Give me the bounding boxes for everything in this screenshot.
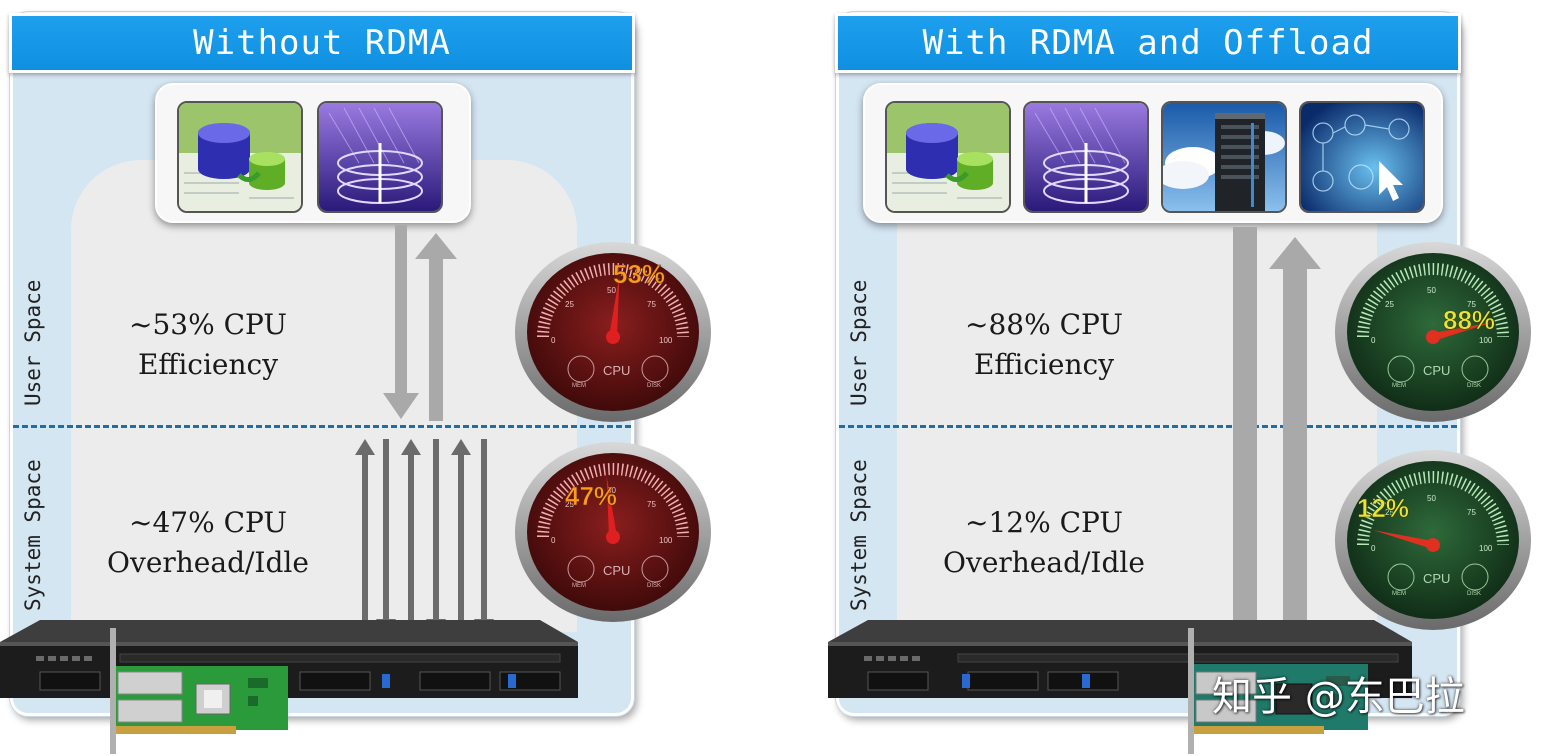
system-space-label: System Space xyxy=(847,459,871,611)
disk-label: DISK xyxy=(647,583,661,589)
panel-title: Without RDMA xyxy=(9,13,635,73)
user-cpu-gauge: 0 25 50 75 100 MEM DISK CPU 53% xyxy=(515,242,711,422)
mem-label: MEM xyxy=(572,383,586,389)
tick-100: 100 xyxy=(1479,544,1493,553)
user-cpu-metric: ~88% CPU Efficiency xyxy=(919,305,1169,385)
rdma-network-card xyxy=(1188,628,1368,754)
cpu-label: CPU xyxy=(603,563,630,578)
down-arrow xyxy=(426,439,446,635)
system-space-label: System Space xyxy=(21,459,45,611)
disk-label: DISK xyxy=(647,383,661,389)
disk-label: DISK xyxy=(1467,383,1481,389)
tick-0: 0 xyxy=(551,336,556,345)
user-cpu-value: ~88% CPU xyxy=(965,308,1123,341)
user-cpu-caption: Efficiency xyxy=(137,348,279,381)
user-cpu-metric: ~53% CPU Efficiency xyxy=(83,305,333,385)
gauge-value: 47% xyxy=(565,481,617,511)
up-arrow xyxy=(415,233,457,421)
down-arrow xyxy=(474,439,494,635)
system-cpu-value: ~12% CPU xyxy=(965,506,1123,539)
cpu-label: CPU xyxy=(1423,571,1450,586)
application-icons-box xyxy=(863,83,1443,223)
panel-with-rdma: With RDMA and Offload User Space System … xyxy=(835,12,1531,716)
space-divider xyxy=(839,425,1457,428)
gauge-value: 88% xyxy=(1443,305,1495,335)
gauge-needle xyxy=(606,475,620,544)
mem-label: MEM xyxy=(1392,591,1406,597)
gauge-needle xyxy=(1372,530,1440,552)
panel-without-rdma: Without RDMA User Space System Space ~53… xyxy=(9,12,711,716)
tick-50: 50 xyxy=(607,286,616,295)
down-arrow xyxy=(1221,227,1269,673)
tick-0: 0 xyxy=(551,536,556,545)
space-divider xyxy=(13,425,631,428)
system-space-arrows xyxy=(355,439,494,635)
mem-label: MEM xyxy=(572,583,586,589)
tick-100: 100 xyxy=(1479,336,1493,345)
system-cpu-gauge: 0 25 50 75 100 MEM DISK CPU 12% xyxy=(1335,450,1531,630)
up-arrow xyxy=(401,439,421,635)
network-touch-icon xyxy=(1299,101,1425,213)
system-cpu-caption: Overhead/Idle xyxy=(943,546,1145,579)
data-storage-icon xyxy=(317,101,443,213)
application-icons-box xyxy=(155,83,471,223)
data-storage-icon xyxy=(1023,101,1149,213)
up-arrow xyxy=(1269,237,1321,687)
cpu-label: CPU xyxy=(603,363,630,378)
tick-100: 100 xyxy=(659,536,673,545)
database-sync-icon xyxy=(177,101,303,213)
tick-25: 25 xyxy=(1385,300,1394,309)
tick-75: 75 xyxy=(647,300,656,309)
tick-50: 50 xyxy=(1427,286,1436,295)
server-chassis xyxy=(0,620,578,698)
system-cpu-gauge: 0 25 50 75 100 MEM DISK CPU 47% xyxy=(515,442,711,622)
tick-50: 50 xyxy=(1427,494,1436,503)
tick-75: 75 xyxy=(647,500,656,509)
system-cpu-metric: ~47% CPU Overhead/Idle xyxy=(83,503,333,583)
user-space-label: User Space xyxy=(847,279,871,407)
os-area xyxy=(71,160,577,632)
tick-50: 50 xyxy=(607,486,616,495)
gauge-value: 12% xyxy=(1357,493,1409,523)
cpu-label: CPU xyxy=(1423,363,1450,378)
down-arrow xyxy=(376,439,396,635)
tick-25: 25 xyxy=(565,300,574,309)
rdma-bypass-arrows xyxy=(1221,227,1321,687)
tick-75: 75 xyxy=(1467,508,1476,517)
up-arrow xyxy=(355,439,375,635)
system-cpu-caption: Overhead/Idle xyxy=(107,546,309,579)
tick-0: 0 xyxy=(1371,336,1376,345)
tick-25: 25 xyxy=(565,500,574,509)
network-card xyxy=(110,628,288,754)
user-cpu-gauge: 0 25 50 75 100 MEM DISK CPU 88% xyxy=(1335,242,1531,422)
gauge-needle xyxy=(1426,322,1494,344)
system-cpu-metric: ~12% CPU Overhead/Idle xyxy=(919,503,1169,583)
database-sync-icon xyxy=(885,101,1011,213)
watermark: 知乎 @东巴拉 xyxy=(1212,674,1465,720)
user-cpu-value: ~53% CPU xyxy=(129,308,287,341)
system-cpu-value: ~47% CPU xyxy=(129,506,287,539)
tick-100: 100 xyxy=(659,336,673,345)
down-arrow xyxy=(383,225,419,419)
gauge-needle xyxy=(606,275,620,344)
gauge-value: 53% xyxy=(613,259,665,289)
cloud-server-icon xyxy=(1161,101,1287,213)
tick-75: 75 xyxy=(1467,300,1476,309)
user-cpu-caption: Efficiency xyxy=(973,348,1115,381)
tick-0: 0 xyxy=(1371,544,1376,553)
user-space-label: User Space xyxy=(21,279,45,407)
server-chassis xyxy=(828,620,1412,698)
disk-label: DISK xyxy=(1467,591,1481,597)
user-space-arrows xyxy=(383,225,457,421)
up-arrow xyxy=(451,439,471,635)
mem-label: MEM xyxy=(1392,383,1406,389)
panel-title: With RDMA and Offload xyxy=(835,13,1461,73)
tick-25: 25 xyxy=(1385,508,1394,517)
